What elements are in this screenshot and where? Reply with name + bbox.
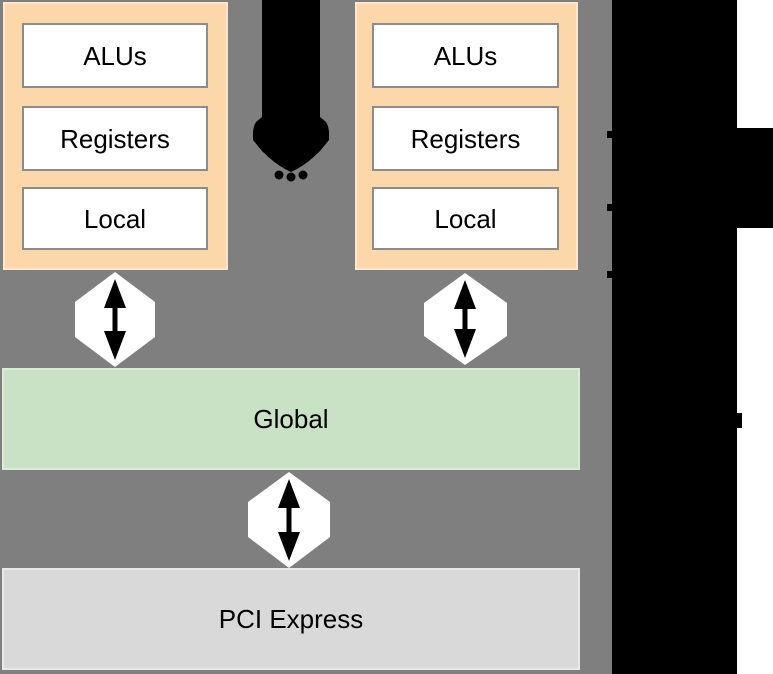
band-notch — [607, 271, 612, 278]
registers-box: Registers — [372, 106, 559, 171]
alus-box: ALUs — [22, 23, 208, 88]
registers-label: Registers — [410, 123, 521, 154]
pci-express-label: PCI Express — [218, 603, 364, 634]
local-label: Local — [83, 203, 147, 234]
alus-box: ALUs — [372, 23, 559, 88]
cropped-black-band — [612, 0, 737, 674]
alus-label: ALUs — [433, 40, 498, 71]
registers-label: Registers — [60, 123, 170, 154]
local-memory-box: Local — [372, 187, 559, 250]
cropped-black-notch — [737, 413, 742, 428]
local-label: Local — [434, 203, 497, 234]
compute-unit-left: ALUs Registers Local — [3, 2, 228, 270]
local-memory-box: Local — [22, 187, 208, 250]
alus-label: ALUs — [83, 40, 147, 71]
cropped-black-region — [737, 128, 773, 228]
global-memory-box: Global — [2, 368, 580, 470]
band-notch — [607, 204, 612, 211]
compute-unit-right: ALUs Registers Local — [355, 2, 578, 270]
registers-box: Registers — [22, 106, 208, 171]
global-label: Global — [253, 403, 329, 434]
band-notch — [607, 131, 612, 138]
pci-express-box: PCI Express — [2, 568, 580, 670]
